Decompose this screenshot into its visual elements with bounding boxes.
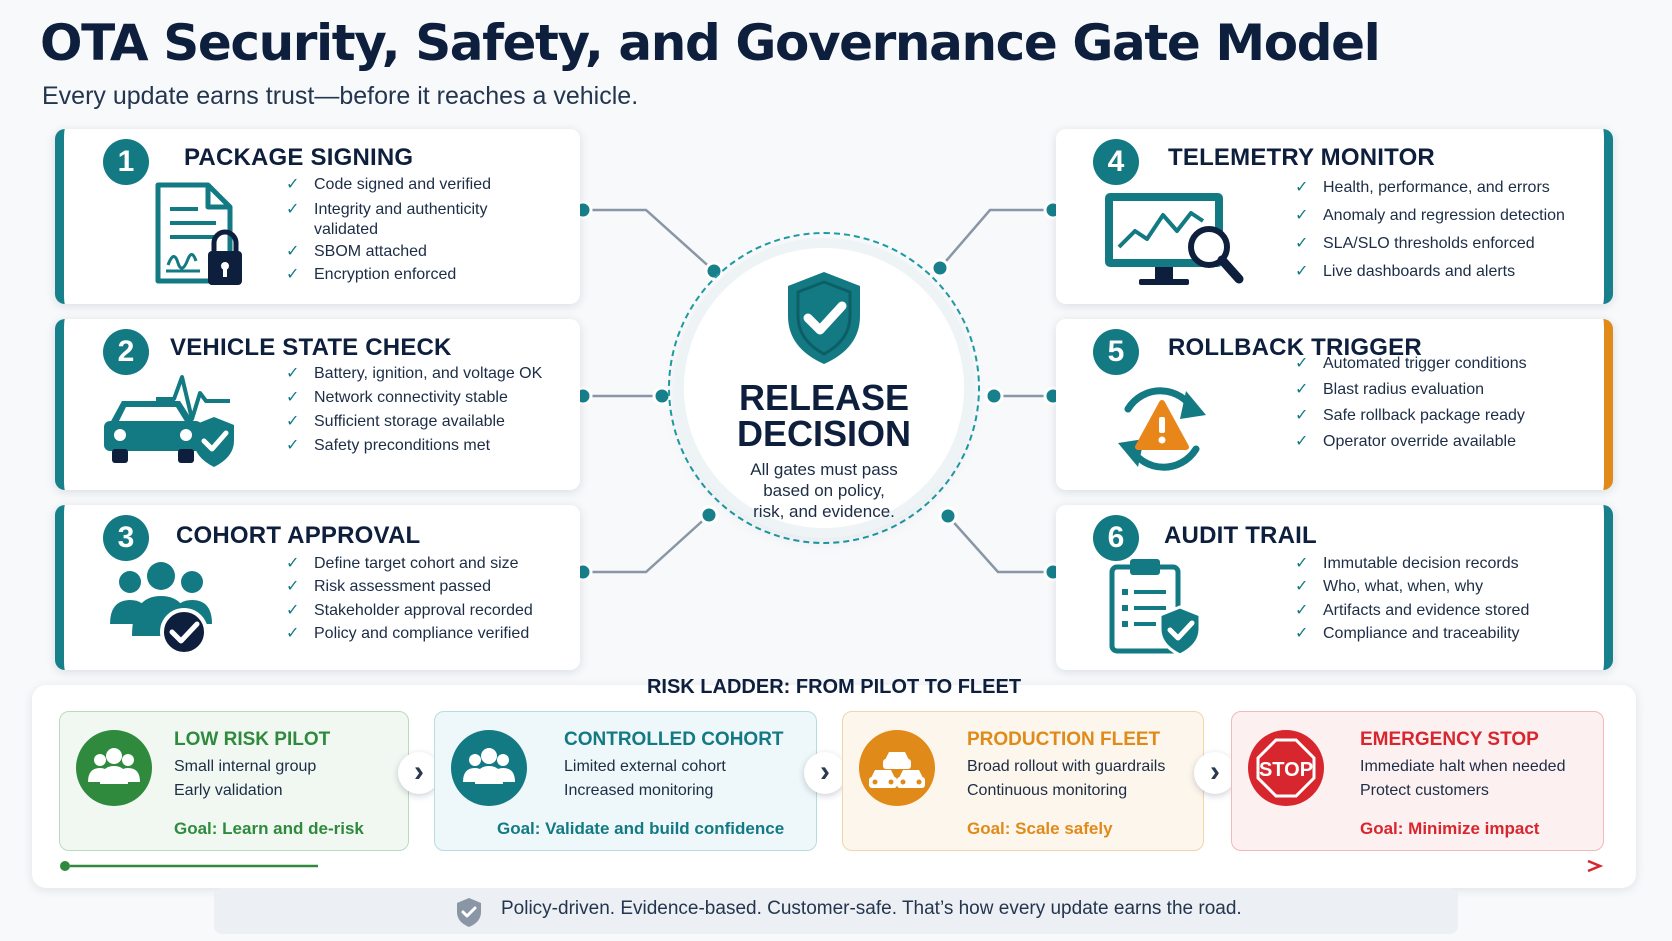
gate-title: COHORT APPROVAL xyxy=(176,522,421,549)
gate-card-cohort-approval: 3 COHORT APPROVAL ✓Define target cohort … xyxy=(55,505,580,670)
gate-number: 4 xyxy=(1093,139,1139,185)
footer-shield-icon xyxy=(457,898,481,927)
stage-description: Increased monitoring xyxy=(564,782,714,799)
gate-number: 5 xyxy=(1093,329,1139,375)
stage-emergency-stop: STOP EMERGENCY STOP Immediate halt when … xyxy=(1231,711,1604,851)
stage-description: Immediate halt when needed xyxy=(1360,758,1566,775)
connector-gate-6 xyxy=(947,515,1053,574)
gate-item: ✓Artifacts and evidence stored xyxy=(1295,602,1530,619)
stage-goal: Goal: Scale safely xyxy=(967,819,1113,838)
rollback-warning-icon xyxy=(1118,387,1206,471)
connector-gate-1 xyxy=(583,208,715,272)
gate-item: ✓Compliance and traceability xyxy=(1295,625,1520,642)
stage-description: Broad rollout with guardrails xyxy=(967,758,1166,775)
stage-title: EMERGENCY STOP xyxy=(1360,729,1539,750)
gate-item: ✓Network connectivity stable xyxy=(286,389,508,406)
stage-description: Protect customers xyxy=(1360,782,1489,799)
page-title: OTA Security, Safety, and Governance Gat… xyxy=(40,14,1381,72)
gate-card-rollback-trigger: 5 ROLLBACK TRIGGER ✓Automated trigger co… xyxy=(1056,319,1613,490)
gate-title: PACKAGE SIGNING xyxy=(184,144,414,171)
gate-item: ✓Integrity and authenticity xyxy=(286,201,488,218)
ladder-arrow: › xyxy=(1194,752,1236,794)
stage-description: Limited external cohort xyxy=(564,758,726,775)
gate-title: TELEMETRY MONITOR xyxy=(1168,144,1435,171)
monitor-chart-magnifier-icon xyxy=(1105,193,1244,285)
svg-text:STOP: STOP xyxy=(1259,759,1313,781)
gate-item: ✓Health, performance, and errors xyxy=(1295,179,1550,196)
stage-description: Early validation xyxy=(174,782,283,799)
gate-item: ✓Define target cohort and size xyxy=(286,555,519,572)
gate-item: ✓Code signed and verified xyxy=(286,176,492,193)
risk-ladder-title: RISK LADDER: FROM PILOT TO FLEET xyxy=(646,676,1022,698)
gate-item: ✓Stakeholder approval recorded xyxy=(286,602,533,619)
gate-item: ✓Automated trigger conditions xyxy=(1295,355,1527,372)
gate-item: ✓Sufficient storage available xyxy=(286,413,505,430)
hub-subtitle: All gates must pass based on policy, ris… xyxy=(750,460,898,521)
gate-number: 3 xyxy=(103,515,149,561)
page-subtitle: Every update earns trust—before it reach… xyxy=(42,82,639,110)
ladder-arrow: › xyxy=(804,752,846,794)
clipboard-shield-icon xyxy=(1109,559,1202,657)
footer-text: Policy-driven. Evidence-based. Customer-… xyxy=(501,898,1242,919)
stage-description: Small internal group xyxy=(174,758,317,775)
gate-number: 2 xyxy=(103,329,149,375)
gate-item: ✓Safe rollback package ready xyxy=(1295,407,1525,424)
people-icon xyxy=(76,730,152,806)
cars-icon xyxy=(859,730,935,806)
stage-title: PRODUCTION FLEET xyxy=(967,729,1161,750)
stage-title: LOW RISK PILOT xyxy=(174,729,331,750)
stage-description: Continuous monitoring xyxy=(967,782,1128,799)
footer-banner xyxy=(214,888,1458,934)
gate-item: ✓Safety preconditions met xyxy=(286,437,491,454)
gate-card-vehicle-state-check: 2 VEHICLE STATE CHECK ✓Battery, ignition… xyxy=(55,319,580,490)
connector-gate-3 xyxy=(583,514,710,574)
gate-item: ✓Policy and compliance verified xyxy=(286,625,530,642)
signed-document-lock-icon xyxy=(155,182,242,285)
gate-item: ✓Anomaly and regression detection xyxy=(1295,207,1565,224)
gate-number: 1 xyxy=(103,139,149,185)
gate-item: ✓Encryption enforced xyxy=(286,266,457,283)
gate-card-audit-trail: 6 AUDIT TRAIL ✓Immutable decision record… xyxy=(1056,505,1613,670)
risk-progress-line xyxy=(60,860,1604,873)
gate-item: ✓Operator override available xyxy=(1295,433,1516,450)
gate-item: ✓SLA/SLO thresholds enforced xyxy=(1295,235,1535,252)
gate-item: ✓Risk assessment passed xyxy=(286,578,491,595)
gate-card-package-signing: 1 PACKAGE SIGNING ✓Code signed and verif… xyxy=(55,129,580,304)
hub-title: RELEASE DECISION xyxy=(736,377,912,454)
people-icon xyxy=(451,730,527,806)
stage-low-risk-pilot: LOW RISK PILOT Small internal group Earl… xyxy=(59,711,409,851)
gate-item: ✓Live dashboards and alerts xyxy=(1295,263,1516,280)
gate-item: ✓Blast radius evaluation xyxy=(1295,381,1484,398)
hub-dashed-ring xyxy=(668,232,980,544)
group-check-icon xyxy=(110,562,212,656)
gate-title: AUDIT TRAIL xyxy=(1164,522,1317,549)
ladder-arrow: › xyxy=(398,752,440,794)
gate-item: ✓Immutable decision records xyxy=(1295,555,1519,572)
gate-item: ✓SBOM attached xyxy=(286,243,427,260)
stage-goal: Goal: Minimize impact xyxy=(1360,819,1540,838)
gate-number: 6 xyxy=(1093,515,1139,561)
shield-check-icon xyxy=(788,272,860,364)
gate-item: ✓Who, what, when, why xyxy=(1295,578,1484,595)
stage-goal: Goal: Learn and de-risk xyxy=(174,819,364,838)
gate-title: VEHICLE STATE CHECK xyxy=(170,334,452,361)
gate-item: ✓Battery, ignition, and voltage OK xyxy=(286,365,543,382)
stage-production-fleet: PRODUCTION FLEET Broad rollout with guar… xyxy=(842,711,1204,851)
gate-item-continued: validated xyxy=(314,221,379,238)
gate-title: ROLLBACK TRIGGER xyxy=(1168,334,1422,361)
gate-card-telemetry-monitor: 4 TELEMETRY MONITOR ✓Health, performance… xyxy=(1056,129,1613,304)
stop-sign-icon: STOP xyxy=(1248,730,1324,806)
stage-goal: Goal: Validate and build confidence xyxy=(497,819,785,838)
connector-gate-4 xyxy=(939,208,1053,269)
stage-title: CONTROLLED COHORT xyxy=(564,729,784,750)
car-heartbeat-shield-icon xyxy=(104,375,234,467)
stage-controlled-cohort: CONTROLLED COHORT Limited external cohor… xyxy=(434,711,817,851)
